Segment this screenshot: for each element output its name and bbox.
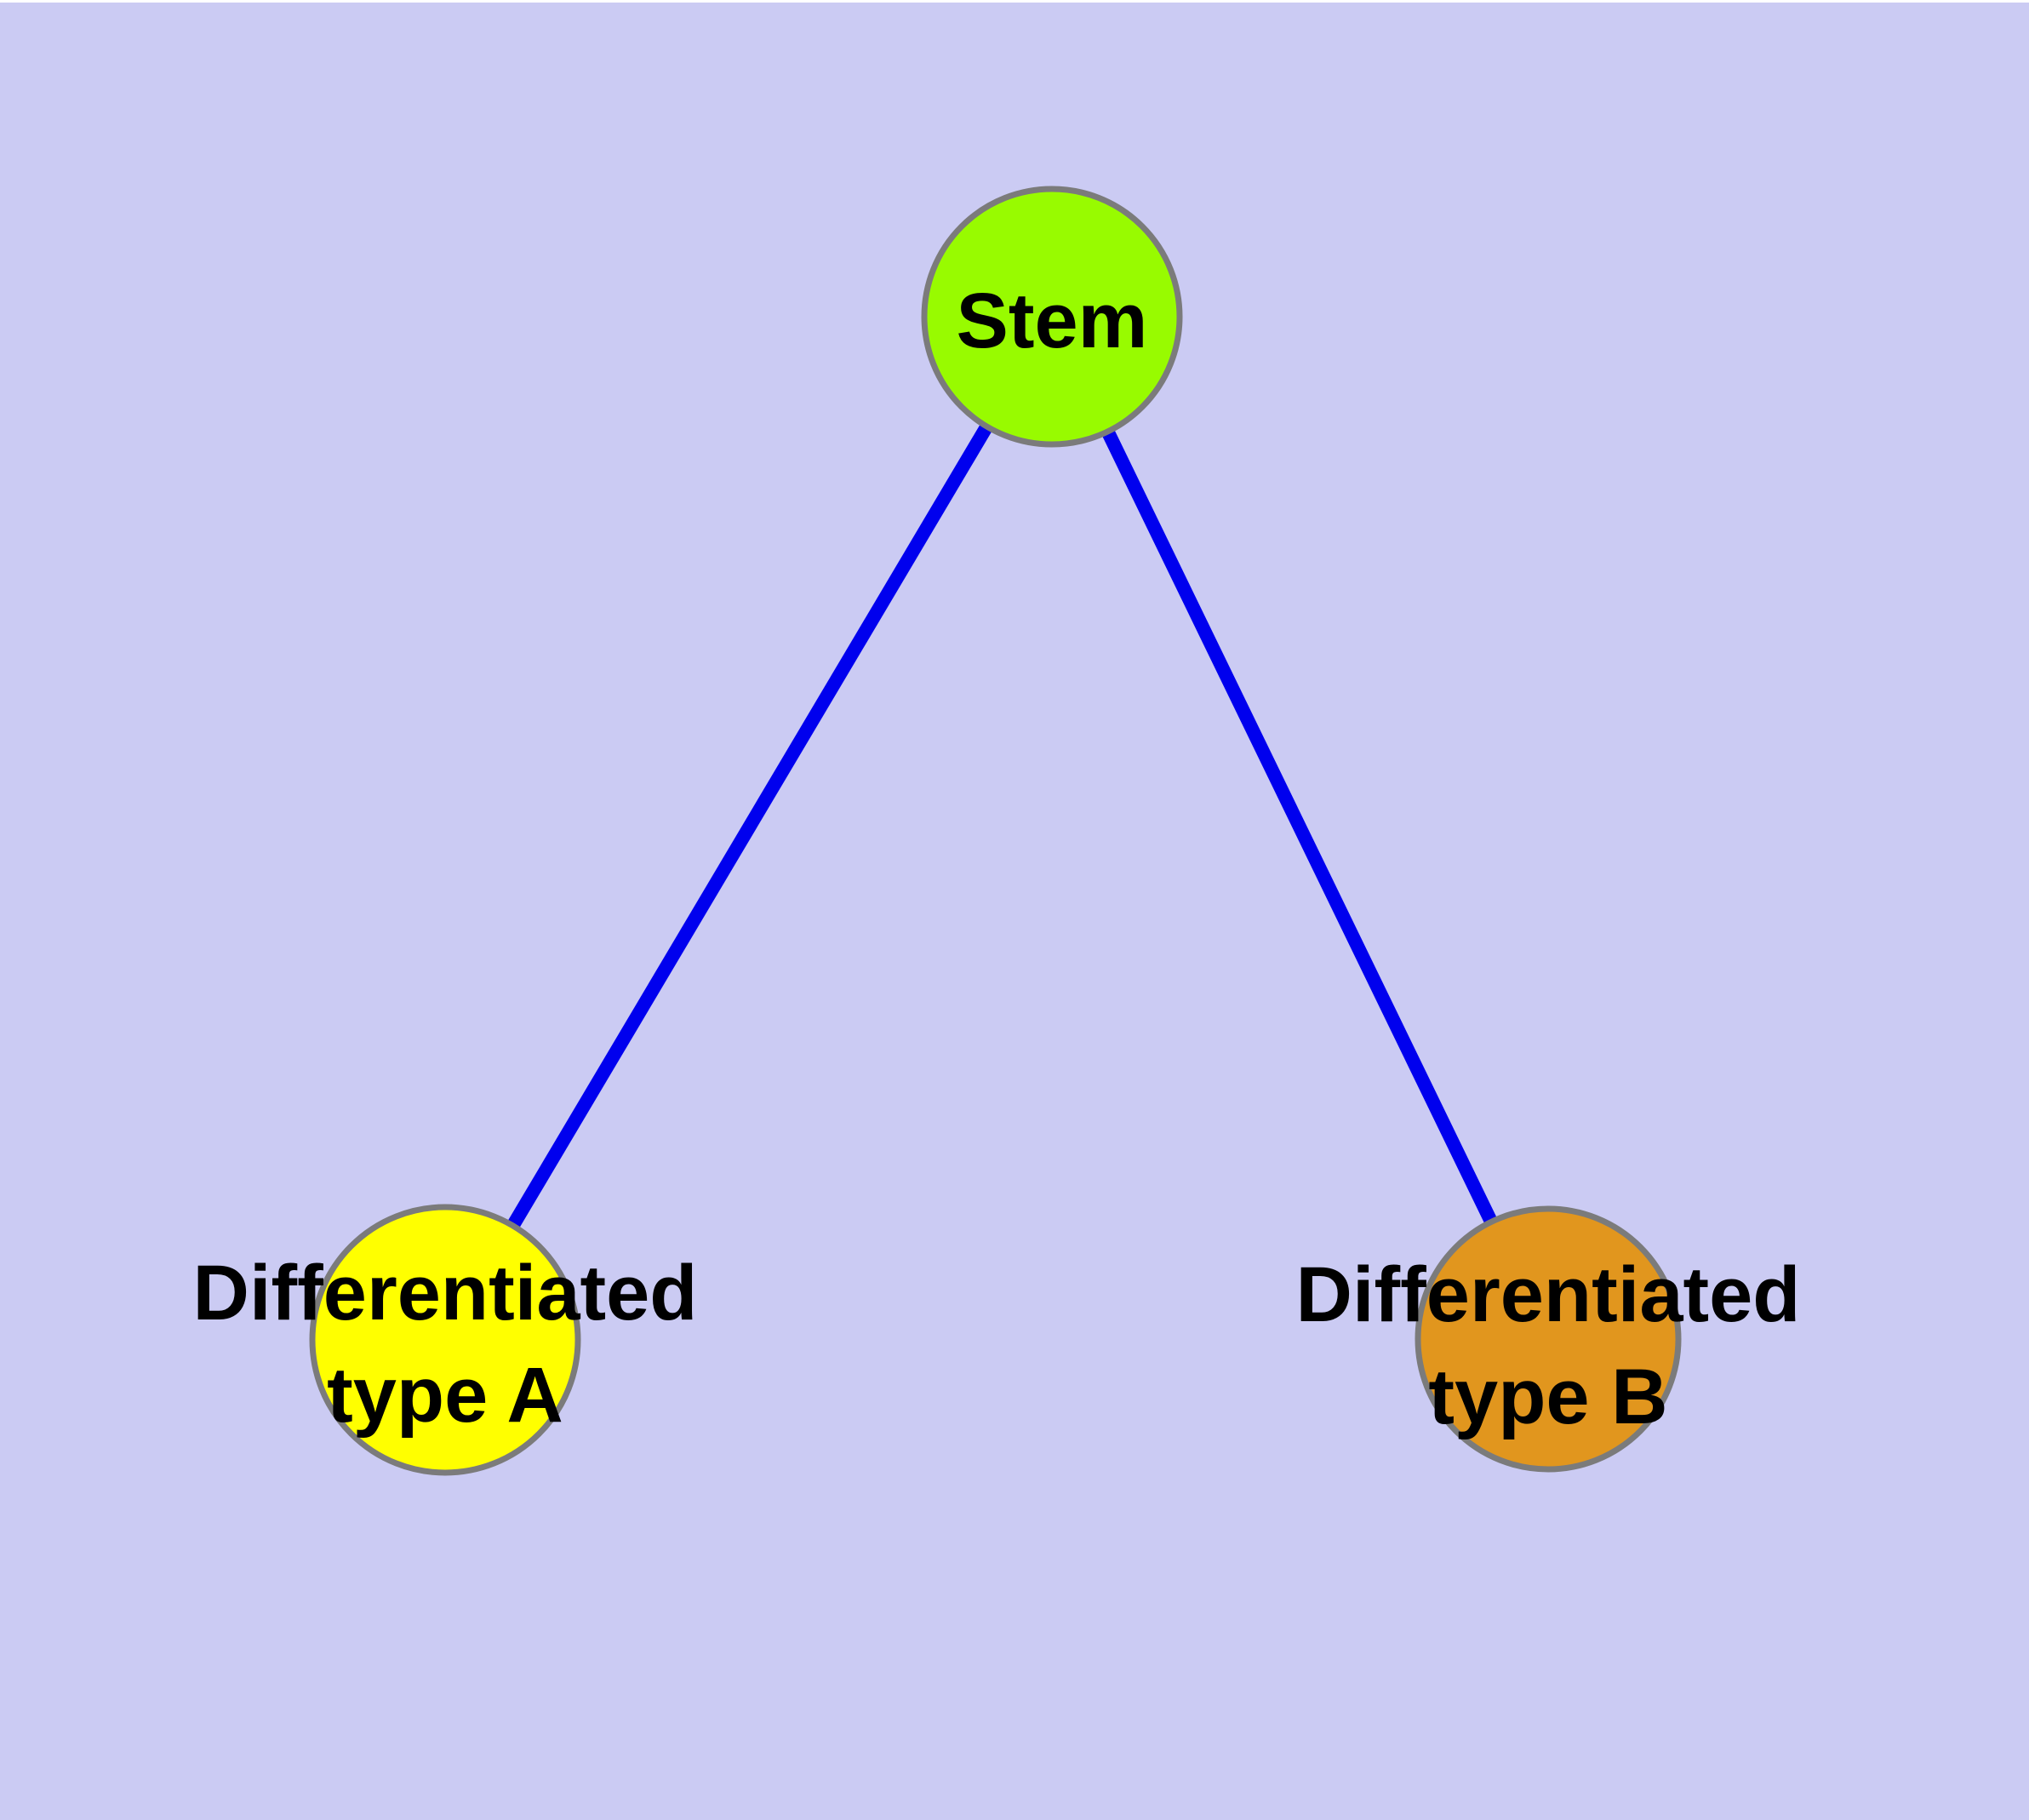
node-differentiated-type-b xyxy=(1415,1205,1682,1473)
node-type-a-label-line1: Differentiated xyxy=(193,1250,698,1336)
top-border-strip xyxy=(0,0,2029,3)
node-stem-label: Stem xyxy=(957,278,1148,364)
node-stem xyxy=(921,186,1183,448)
node-type-b-label-line1: Differentiated xyxy=(1296,1251,1801,1338)
node-type-b-label-line2: type B xyxy=(1428,1354,1667,1440)
edge-stem-to-type-b xyxy=(1045,313,1555,1342)
node-type-a-label-line2: type A xyxy=(327,1352,563,1439)
edge-stem-to-type-a xyxy=(439,312,1058,1344)
node-differentiated-type-a xyxy=(309,1204,581,1476)
